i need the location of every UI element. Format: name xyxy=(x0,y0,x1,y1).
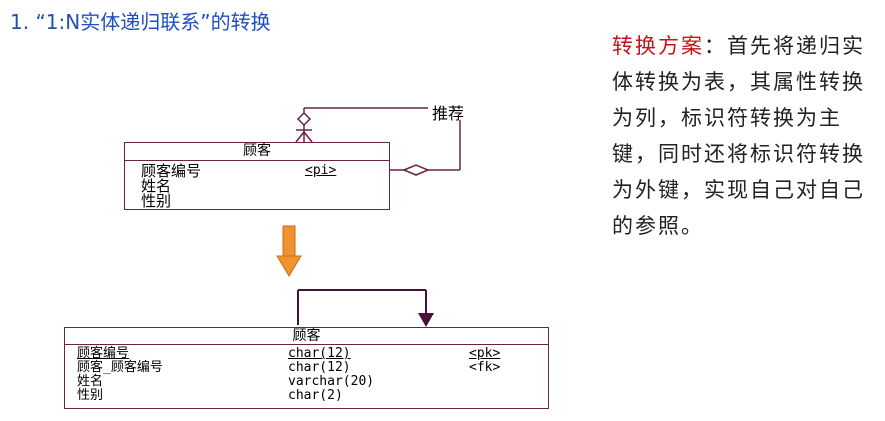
lower-row-2-type: char(12) xyxy=(288,360,351,375)
description-body: ：首先将递归实体转换为表，其属性转换为列，标识符转换为主键，同时还将标识符转换为… xyxy=(612,34,865,238)
upper-entity-box: 顾客 顾客编号 <pi> 姓名 性别 xyxy=(124,142,390,210)
lower-row-4-type: char(2) xyxy=(288,388,343,403)
upper-attr-1-tag: <pi> xyxy=(305,163,337,178)
upper-entity-header: 顾客 xyxy=(125,143,389,161)
lower-row-4-name: 性别 xyxy=(77,388,104,403)
orange-down-arrow xyxy=(276,225,302,277)
upper-attr-2-name: 姓名 xyxy=(141,177,172,195)
lower-row-2-key: <fk> xyxy=(469,360,501,375)
lower-row-3-name: 姓名 xyxy=(77,374,104,389)
lower-table-box: 顾客 顾客编号 char(12) <pk> 顾客_顾客编号 char(12) <… xyxy=(64,327,549,409)
diamond-right-marker xyxy=(402,164,430,176)
description-text: 转换方案：首先将递归实体转换为表，其属性转换为列，标识符转换为主键，同时还将标识… xyxy=(612,28,874,244)
lower-row-1-name: 顾客编号 xyxy=(77,346,130,361)
lower-table-header: 顾客 xyxy=(65,328,548,345)
lower-row-1-type: char(12) xyxy=(288,346,351,361)
fk-arrowhead xyxy=(418,313,434,327)
diamond-top-marker xyxy=(296,111,312,127)
crowfoot-right xyxy=(303,131,313,143)
crowfoot-left xyxy=(295,131,305,143)
description-highlight: 转换方案 xyxy=(612,34,704,58)
lower-row-3-type: varchar(20) xyxy=(288,374,375,389)
page-title: 1. “1:N实体递归联系”的转换 xyxy=(10,10,271,34)
lower-row-1-key: <pk> xyxy=(469,346,501,361)
lower-row-2-name: 顾客_顾客编号 xyxy=(77,360,163,375)
relationship-label: 推荐 xyxy=(432,104,465,123)
upper-attr-3-name: 性别 xyxy=(141,192,172,210)
upper-attr-1-name: 顾客编号 xyxy=(141,162,202,180)
